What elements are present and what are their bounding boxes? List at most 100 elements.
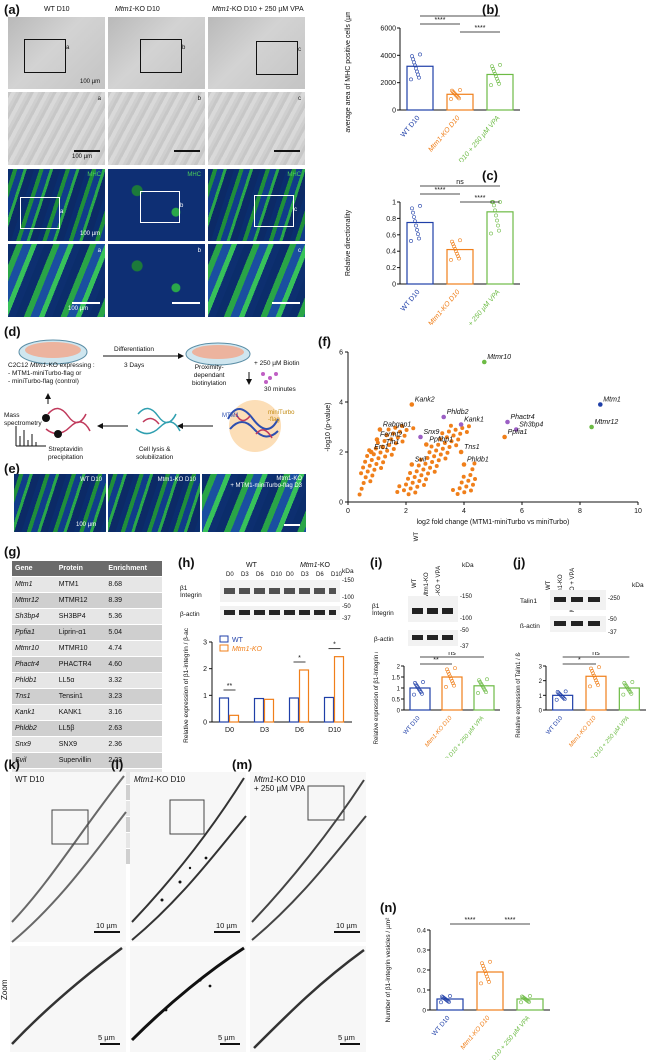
data-point xyxy=(497,228,501,233)
data-point xyxy=(411,57,415,62)
table-cell: Mtmr10 xyxy=(12,640,56,657)
data-point xyxy=(451,681,455,686)
legend-swatch-ko xyxy=(219,644,229,652)
data-point xyxy=(560,695,565,699)
significance-label: ** xyxy=(433,657,439,664)
data-point xyxy=(411,210,415,215)
fl-zoom-wt: a 100 µm xyxy=(8,244,105,317)
point-label: Fermt2 xyxy=(380,432,402,439)
table-cell: 2.36 xyxy=(105,736,162,753)
labeled-point xyxy=(458,422,464,427)
k-sb10: 10 µm xyxy=(96,921,117,930)
i-lane-1: WT xyxy=(412,578,418,588)
data-point xyxy=(557,692,562,696)
panel-label-b: (b) xyxy=(482,2,499,17)
category-label: WT D10 xyxy=(546,715,565,736)
bf-vpa: c xyxy=(208,17,305,89)
data-point xyxy=(489,83,493,88)
data-point xyxy=(453,427,458,432)
data-point xyxy=(498,62,502,67)
h-blot-integrin xyxy=(220,580,340,602)
table-cell: 2.23 xyxy=(105,752,162,769)
data-point xyxy=(456,437,461,442)
point-label: Kank2 xyxy=(415,397,435,404)
zoom-label: Zoom xyxy=(0,979,9,1000)
labeled-point xyxy=(409,402,415,407)
table-cell: Tensin1 xyxy=(55,688,106,705)
data-point xyxy=(453,92,457,96)
data-point xyxy=(389,437,394,442)
data-point xyxy=(488,959,492,964)
data-point xyxy=(406,492,411,497)
category-label: D10 xyxy=(328,727,341,734)
table-cell: LL5β xyxy=(55,720,106,737)
data-point xyxy=(439,1000,443,1005)
y-tick-label: 0 xyxy=(397,709,401,715)
data-point xyxy=(425,456,430,460)
table-cell: MTMR12 xyxy=(55,592,106,609)
x-tick-label: 0 xyxy=(346,508,350,515)
h-m100: -100 xyxy=(342,595,355,601)
j-m250: -250 xyxy=(608,596,621,602)
table-cell: Tns1 xyxy=(12,688,56,705)
panel-label-h: (h) xyxy=(178,555,195,570)
y-tick-label: 1 xyxy=(397,687,401,693)
i-blot-integrin xyxy=(408,596,458,622)
data-point xyxy=(453,246,457,251)
table-cell: 2.63 xyxy=(105,720,162,737)
table-cell: Liprin-α1 xyxy=(55,624,106,641)
lane-label: D0 xyxy=(226,572,234,578)
y-tick-label: 2000 xyxy=(380,80,396,87)
data-point xyxy=(432,454,437,459)
bf-ko: b xyxy=(108,17,205,89)
data-point xyxy=(591,671,595,676)
data-point xyxy=(438,452,443,457)
point-label: Phactr4 xyxy=(511,414,535,421)
point-label: Phldb1 xyxy=(467,457,489,464)
j-m50: -50 xyxy=(608,617,617,623)
l-sb10: 10 µm xyxy=(216,921,237,930)
data-point xyxy=(363,475,368,480)
y-axis-label: Relative expression of Talin1 / ß-actin xyxy=(516,652,522,738)
j-row1-label: Talin1 xyxy=(520,598,537,605)
fl-ko: MHC b xyxy=(108,169,205,241)
data-point xyxy=(453,666,457,670)
data-point xyxy=(415,484,420,489)
data-point xyxy=(449,97,453,101)
point-label: Snx9 xyxy=(424,429,440,436)
panel-label-f: (f) xyxy=(318,334,331,349)
y-axis-label: average area of MHC positive cells (µm²) xyxy=(345,12,352,133)
data-point xyxy=(590,668,594,673)
data-point xyxy=(428,465,433,470)
h-blot-actin xyxy=(220,606,340,620)
data-point xyxy=(559,694,564,698)
category-label: Mtm1-KO D10 + 250 µM VPA xyxy=(576,715,631,758)
panel-label-a: (a) xyxy=(4,2,20,17)
category-label: Mtm1-KO D10 xyxy=(459,1014,491,1051)
k-sb5: 5 µm xyxy=(98,1033,115,1042)
data-point xyxy=(446,429,451,434)
bar xyxy=(406,65,434,111)
data-point xyxy=(436,458,441,463)
i-lane-2: Mtm1-KO xyxy=(424,572,430,598)
data-point xyxy=(359,486,364,491)
d-left-text: C2C12 Mtm1-KO expressing : - MTM1-miniTu… xyxy=(8,362,95,385)
data-point xyxy=(556,691,561,695)
data-point xyxy=(438,437,443,441)
significance-label: * xyxy=(298,655,301,662)
point-label: Ppfibp1 xyxy=(429,437,453,444)
data-point xyxy=(447,445,452,449)
bf-zoom-wt: a 100 µm xyxy=(8,92,105,165)
significance-label: **** xyxy=(475,25,486,32)
bar xyxy=(298,669,310,723)
data-point xyxy=(404,482,408,487)
significance-label: **** xyxy=(505,917,516,924)
labeled-point xyxy=(441,414,446,420)
d-miniturbo-label: miniTurbo-flag xyxy=(268,410,295,423)
bar xyxy=(323,696,335,723)
data-point xyxy=(472,461,477,466)
data-point xyxy=(412,475,417,479)
